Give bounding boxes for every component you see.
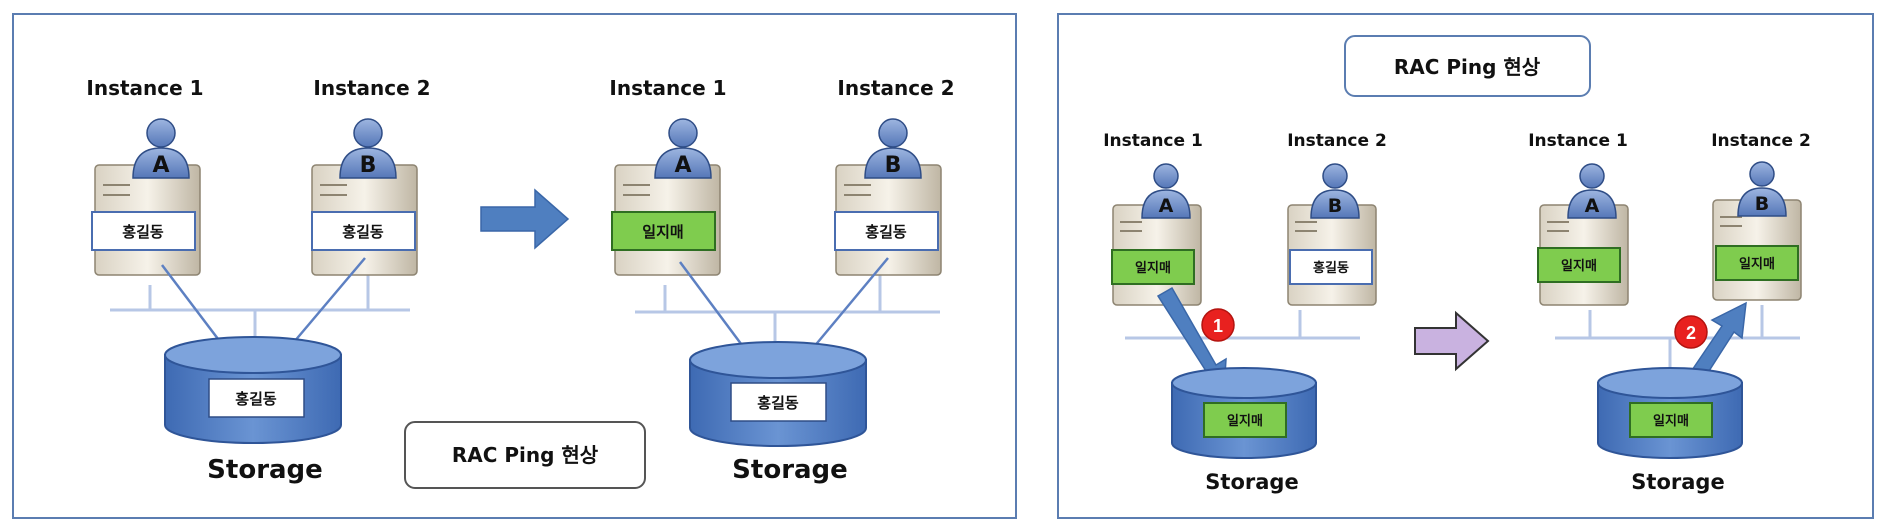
user-a-letter: A [1585,195,1600,217]
left-after-instance2-value-box [834,211,939,251]
user-a-icon: A [654,118,712,179]
user-a-letter: A [674,153,691,178]
user-b-letter: B [1328,195,1342,217]
step-2-marker [1674,315,1708,349]
right-after-instance1-label: Instance 1 [1528,131,1628,151]
user-b-letter: B [360,153,377,178]
left-before-group: Instance 1 Instance 2 A 홍길동 B [86,76,430,485]
left-after-group: Instance 1 Instance 2 A 일지매 B 홍길동 [609,76,954,485]
user-b-letter: B [1755,193,1769,215]
left-after-instance2-value: 홍길동 [865,223,907,241]
left-after-instance1-value: 일지매 [642,223,683,241]
user-a-letter: A [1159,195,1174,217]
user-a-icon: A [132,118,190,179]
right-after-storage-label: Storage [1631,470,1724,494]
right-arrow-icon [1414,310,1490,372]
user-b-icon: B [339,118,397,179]
user-b-icon: B [864,118,922,179]
left-before-storage-label: Storage [207,455,323,485]
left-after-storage-value-box [730,382,827,422]
left-before-storage-value: 홍길동 [235,390,277,408]
left-after-instance2-label: Instance 2 [837,76,954,100]
right-arrow-icon [480,188,570,250]
left-caption-box [404,421,646,489]
left-after-storage-value: 홍길동 [757,394,799,412]
right-after-instance2-label: Instance 2 [1711,131,1811,151]
right-before-storage-value-box [1203,402,1287,438]
right-before-instance2-value-box [1289,249,1373,285]
right-before-instance1-value-box [1111,249,1195,285]
step-1-number: 1 [1213,316,1223,336]
right-before-group: Instance 1 Instance 2 A 일지매 B 홍길동 [1103,131,1387,494]
right-title-box [1344,35,1591,97]
user-b-letter: B [885,153,902,178]
right-after-storage-value-box [1629,402,1713,438]
left-before-storage-value-box [208,378,305,418]
right-before-storage-value: 일지매 [1227,414,1263,429]
user-a-icon: A [1141,163,1191,219]
right-after-instance1-value: 일지매 [1561,259,1597,274]
right-title: RAC Ping 현상 [1394,55,1541,79]
left-before-instance1-label: Instance 1 [86,76,203,100]
right-before-instance2-value: 홍길동 [1313,260,1349,276]
right-before-instance1-label: Instance 1 [1103,131,1203,151]
left-before-instance1-value-box [91,211,196,251]
left-before-instance2-label: Instance 2 [313,76,430,100]
right-before-storage-label: Storage [1205,470,1298,494]
right-after-instance2-value: 일지매 [1739,257,1775,272]
left-after-instance1-label: Instance 1 [609,76,726,100]
left-before-instance2-value-box [311,211,416,251]
step-1-marker [1201,308,1235,342]
left-after-storage-label: Storage [732,455,848,485]
step-2-number: 2 [1686,323,1696,343]
left-before-instance2-value: 홍길동 [342,223,384,241]
right-after-storage-value: 일지매 [1653,414,1689,429]
right-after-instance2-value-box [1715,245,1799,281]
user-b-icon: B [1737,161,1787,217]
left-caption: RAC Ping 현상 [452,443,599,467]
user-a-icon: A [1567,163,1617,219]
right-before-instance2-label: Instance 2 [1287,131,1387,151]
left-before-instance1-value: 홍길동 [122,223,164,241]
user-a-letter: A [152,153,169,178]
right-after-group: Instance 1 Instance 2 A 일지매 B 일지매 [1528,131,1811,494]
user-b-icon: B [1310,163,1360,219]
right-after-instance1-value-box [1537,247,1621,283]
right-before-instance1-value: 일지매 [1135,261,1171,276]
left-after-instance1-value-box [611,211,716,251]
